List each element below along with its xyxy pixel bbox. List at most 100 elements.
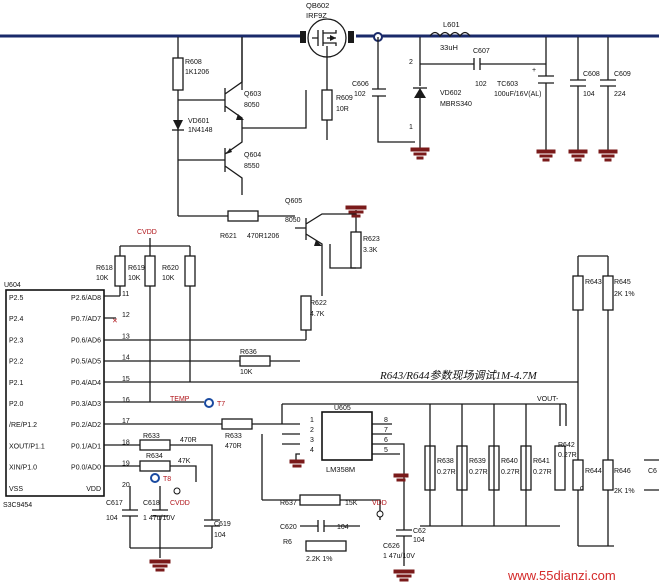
ground-symbols-top: [410, 147, 618, 162]
resistor-r619: [144, 255, 156, 287]
c609-value: 224: [614, 91, 626, 98]
u605-part: LM358M: [326, 465, 355, 474]
vd602-value: MBRS340: [440, 101, 472, 108]
q605-value: 8050: [285, 217, 301, 224]
vdd-node: [376, 510, 384, 518]
resistor-r637: [299, 494, 341, 506]
c620-label: C620: [280, 524, 297, 531]
c62x-value: 104: [413, 537, 425, 544]
mcu-pin-right: P0.4/AD4: [71, 380, 101, 387]
u605-pin: 2: [310, 427, 314, 434]
mcu-pin-right: P0.3/AD3: [71, 401, 101, 408]
l601-value: 33uH: [440, 43, 458, 52]
u605-pin: 5: [384, 447, 388, 454]
tc603-plus: +: [532, 67, 536, 74]
r646-value: 2K 1%: [614, 488, 635, 495]
u605-pin: 4: [310, 447, 314, 454]
mcu-pin-number: 11: [122, 291, 129, 298]
capacitor-c6x: [644, 459, 659, 491]
c606-value: 102: [354, 91, 366, 98]
mcu-pin-left: XIN/P1.0: [9, 465, 37, 472]
inductor-l601: [429, 31, 471, 38]
mcu-pin-number: 13: [122, 333, 130, 340]
mcu-pin-number: 17: [122, 418, 130, 425]
r645-label: R645: [614, 279, 631, 286]
vdd-label: VDD: [372, 500, 387, 507]
ground-bottom-left: [149, 559, 171, 572]
resistor-r646: [602, 459, 614, 491]
r637-label: R637: [280, 500, 297, 507]
u605-label: U605: [334, 405, 351, 412]
resistor-r642: [554, 445, 566, 491]
mcu-pin-number: 16: [122, 397, 130, 404]
r646-label: R646: [614, 468, 631, 475]
capacitor-c606: [372, 37, 415, 143]
mcu-pin-right: P0.7/AD7: [71, 316, 101, 323]
mcu-pin-left: VSS: [9, 486, 23, 493]
c608-label: C608: [583, 71, 600, 78]
mcu-pin-left: P2.5: [9, 295, 24, 302]
mcu-pin-right: P0.6/AD6: [71, 337, 101, 344]
vd602-pin1: 1: [409, 124, 413, 131]
opamp-u605: [321, 411, 373, 461]
cvdd-node: [173, 487, 181, 495]
mcu-pin-left: XOUT/P1.1: [9, 443, 45, 450]
r623-value: 3.3K: [363, 247, 378, 254]
r640-label: R640: [501, 458, 518, 465]
chip-part: S3C9454: [3, 502, 32, 509]
osc-wires: [104, 444, 213, 510]
r620-label: R620: [162, 265, 179, 272]
test-point-t7: [204, 398, 214, 408]
vd601-label: VD601: [188, 118, 210, 125]
resistor-r636: [239, 355, 271, 367]
resistor-r618: [114, 255, 126, 287]
r618-value: 10K: [96, 275, 109, 282]
c606-label: C606: [352, 81, 369, 88]
resistor-r621: [227, 210, 259, 222]
watermark: www.55dianzi.com: [507, 568, 616, 583]
r633a-label: R633: [143, 433, 160, 440]
transistor-q603: [178, 37, 244, 128]
c609-label: C609: [614, 71, 631, 78]
resistor-r634: [139, 460, 171, 472]
r636-label: R636: [240, 349, 257, 356]
r620-value: 10K: [162, 275, 175, 282]
sense-bus: [420, 403, 566, 527]
resistor-r6xx: [305, 540, 347, 552]
mcu-pin-number: 18: [122, 439, 130, 446]
mcu-pin-left: P2.3: [9, 337, 24, 344]
c617-label: C617: [106, 500, 123, 507]
r636-value: 10K: [240, 369, 253, 376]
capacitor-c608: [570, 37, 586, 150]
l601-label: L601: [443, 20, 460, 29]
r622-value: 4.7K: [310, 311, 325, 318]
c6x-label: C6: [648, 468, 657, 475]
resistor-r633b: [221, 418, 253, 430]
resistor-r644: [572, 459, 584, 491]
ground-r623: [345, 205, 367, 218]
mcu-pin-right: P0.0/AD0: [71, 465, 101, 472]
mcu-pin-left: P2.4: [9, 316, 24, 323]
r622-label: R622: [310, 300, 327, 307]
test-point-t8: [150, 473, 160, 483]
pullup-wires: [119, 238, 191, 402]
cvdd-label: CVDD: [137, 229, 157, 236]
resistor-r639: [456, 445, 468, 491]
r623-label: R623: [363, 236, 380, 243]
c618-value: 1 47u/10V: [143, 515, 175, 522]
r642-value: 0.27R: [558, 452, 577, 459]
capacitor-tc603: [538, 37, 554, 150]
t7-label: T7: [217, 401, 225, 408]
r643-label: R643: [585, 279, 602, 286]
mcu-pin-left: P2.0: [9, 401, 24, 408]
resistor-r609: [321, 89, 333, 121]
c619-value: 104: [214, 532, 226, 539]
r633b-value: 470R: [225, 443, 242, 450]
vd602-label: VD602: [440, 90, 462, 97]
mosfet-qb602: [300, 18, 354, 58]
r637-value: 15K: [345, 500, 358, 507]
r621-value: 470R1206: [247, 233, 279, 240]
mcu-pin-left: P2.1: [9, 380, 24, 387]
c626-label: C626: [383, 543, 400, 550]
r645-value: 2K 1%: [614, 291, 635, 298]
